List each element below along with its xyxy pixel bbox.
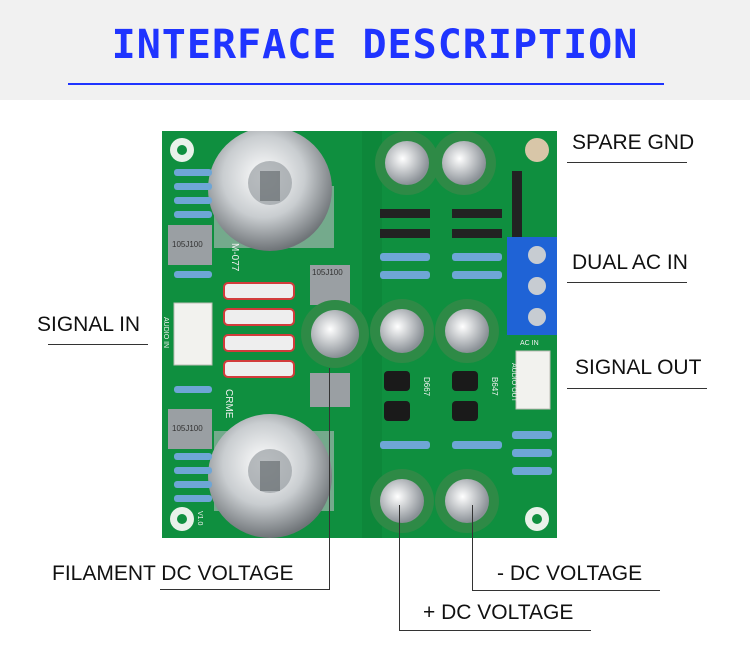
vacuum-tube-lower xyxy=(208,414,334,538)
pos-dc-leader-horizontal xyxy=(399,630,591,631)
pcb-board-photo: 105J100 105J100 105J100 xyxy=(162,131,557,538)
signal-out-connector xyxy=(515,350,551,410)
signal-in-leader xyxy=(48,344,148,345)
spare-gnd-leader xyxy=(567,162,687,163)
diodes-and-resistors xyxy=(380,171,522,279)
film-capacitors xyxy=(168,225,350,449)
resistors-bottom-right xyxy=(380,431,552,475)
electrolytic-caps-top xyxy=(375,131,496,195)
neg-dc-voltage-label: - DC VOLTAGE xyxy=(497,562,643,585)
pos-dc-leader-vertical xyxy=(399,505,400,631)
transistors xyxy=(384,371,478,421)
cap-label-1: 105J100 xyxy=(172,240,203,249)
resistors-left xyxy=(174,169,212,502)
ac-in-text: AC IN xyxy=(520,340,539,347)
filament-leader-vertical xyxy=(329,368,330,590)
dual-ac-in-label: DUAL AC IN xyxy=(572,251,688,274)
audio-out-text: AUDIO OUT xyxy=(510,363,517,403)
signal-in-connector xyxy=(173,302,213,366)
ac-terminal-block xyxy=(507,237,557,335)
electrolytic-caps-bottom xyxy=(370,469,499,533)
electrolytic-cap-center xyxy=(301,300,369,368)
board-model-text: M-077 xyxy=(229,243,240,272)
signal-out-leader xyxy=(567,388,707,389)
signal-in-label: SIGNAL IN xyxy=(37,313,141,336)
signal-out-label: SIGNAL OUT xyxy=(575,356,702,379)
transistor-b647-text: B647 xyxy=(490,377,499,396)
transistor-d667-text: D667 xyxy=(422,377,431,397)
spare-gnd-label: SPARE GND xyxy=(572,131,695,154)
cap-label-3: 105J100 xyxy=(172,424,203,433)
filament-dc-voltage-label: FILAMENT DC VOLTAGE xyxy=(52,562,294,585)
neg-dc-leader-horizontal xyxy=(472,590,660,591)
title-underline xyxy=(68,83,664,85)
dual-ac-in-leader xyxy=(567,282,687,283)
brand-text: CRME xyxy=(223,389,234,419)
filament-leader-horizontal xyxy=(160,589,330,590)
version-text: V1.0 xyxy=(196,511,203,526)
vacuum-tube-upper xyxy=(208,131,334,251)
neg-dc-leader-vertical xyxy=(472,505,473,591)
page-title: INTERFACE DESCRIPTION xyxy=(111,22,639,68)
audio-in-text: AUDIO IN xyxy=(162,317,169,348)
pos-dc-voltage-label: + DC VOLTAGE xyxy=(423,601,574,624)
cap-label-2: 105J100 xyxy=(312,268,343,277)
electrolytic-caps-middle xyxy=(370,299,499,363)
power-resistors xyxy=(223,282,295,378)
